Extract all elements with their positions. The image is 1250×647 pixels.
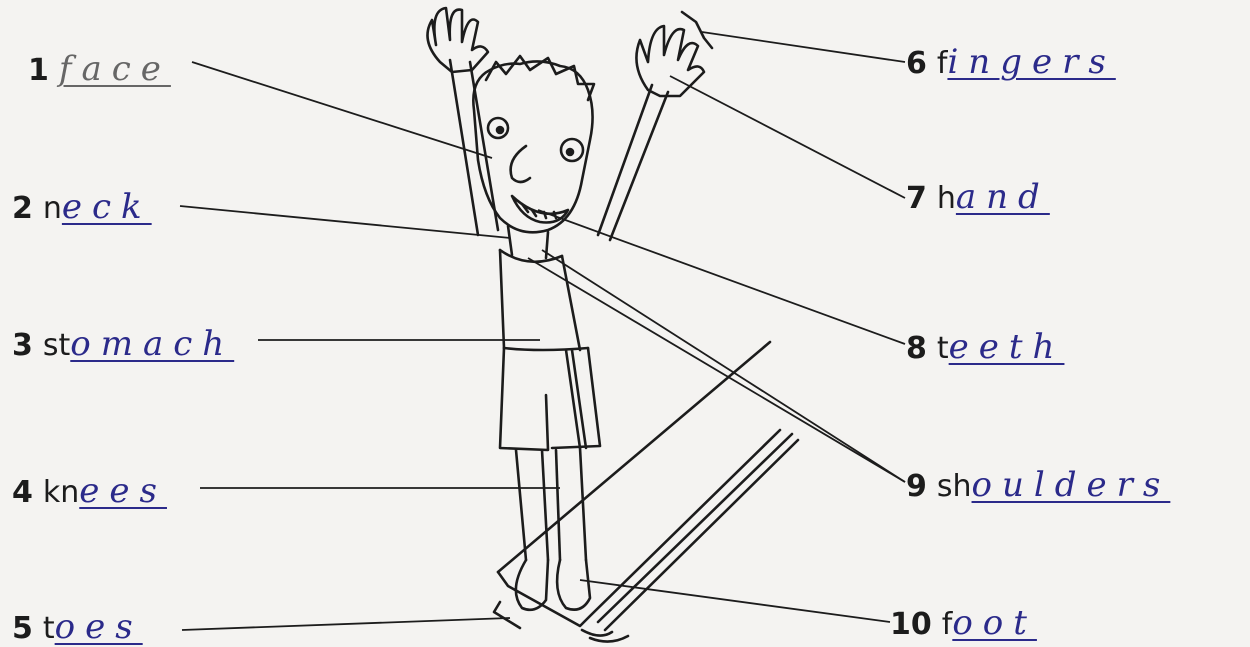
left-hand [428, 8, 489, 72]
leader-lines [180, 32, 905, 630]
label-prefix: sh [937, 469, 972, 504]
head [473, 56, 594, 232]
answer-fingers: ingers [947, 42, 1115, 82]
label-prefix: h [937, 181, 956, 216]
answer-foot: oot [952, 603, 1037, 643]
label-number: 7 [906, 181, 927, 216]
answer-knees: ees [79, 471, 167, 511]
torso [500, 226, 588, 350]
answer-shoulders: oulders [972, 465, 1171, 505]
label-prefix: n [43, 191, 62, 226]
label-number: 1 [28, 53, 49, 88]
answer-toes: oes [55, 607, 143, 647]
answer-face: face [59, 49, 171, 89]
label-prefix: f [942, 607, 953, 642]
label-number: 6 [906, 46, 927, 81]
label-4: 4 knees [12, 474, 167, 508]
label-prefix: st [43, 328, 70, 363]
right-hand [636, 26, 704, 96]
label-number: 8 [906, 331, 927, 366]
answer-teeth: eeth [949, 327, 1065, 367]
answer-hand: and [956, 177, 1050, 217]
label-9: 9 shoulders [906, 468, 1170, 502]
label-number: 4 [12, 475, 33, 510]
label-3: 3 stomach [12, 327, 234, 361]
label-number: 5 [12, 611, 33, 646]
shorts [500, 348, 600, 450]
label-prefix: t [43, 611, 55, 646]
label-prefix: f [937, 46, 948, 81]
label-number: 3 [12, 328, 33, 363]
answer-stomach: omach [70, 324, 234, 364]
legs [516, 448, 586, 560]
label-number: 9 [906, 469, 927, 504]
label-number: 10 [890, 607, 932, 642]
answer-neck: eck [62, 187, 152, 227]
label-prefix: kn [43, 475, 79, 510]
label-number: 2 [12, 191, 33, 226]
label-1: 1 face [28, 52, 171, 86]
label-10: 10 foot [890, 606, 1037, 640]
label-prefix: t [937, 331, 949, 366]
